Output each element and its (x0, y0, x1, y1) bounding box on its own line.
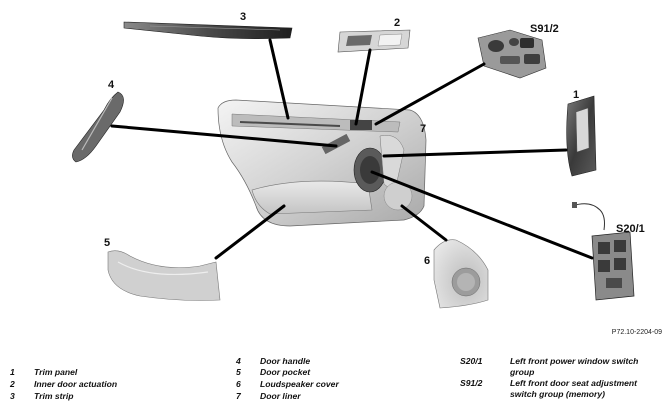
leader-4 (110, 124, 338, 148)
legend-text: Door liner (260, 391, 301, 401)
legend-code: 1 (10, 367, 15, 377)
seat-switch-group-part (477, 29, 547, 79)
inner-door-actuation-part (337, 29, 411, 53)
door-exploded-diagram: 3 2 S91/2 4 1 7 S20/1 5 6 (72, 11, 645, 309)
callout-labels: 3 2 S91/2 4 1 7 S20/1 5 6 (104, 11, 645, 267)
leader-2 (354, 48, 372, 126)
legend-text: Door handle (260, 356, 311, 366)
legend-code: 6 (236, 379, 241, 389)
leader-6 (400, 204, 448, 242)
legend-code: S91/2 (460, 378, 483, 388)
legend-code: 5 (236, 367, 241, 377)
legend-code: 7 (236, 391, 241, 401)
callout-1: 1 (573, 89, 579, 101)
door-assembly (217, 99, 427, 227)
callout-5: 5 (104, 237, 110, 249)
leader-5 (214, 204, 286, 260)
leader-s20 (370, 170, 594, 260)
legend-text: Door pocket (260, 367, 311, 377)
callout-4: 4 (108, 79, 115, 91)
legend-code: 3 (10, 391, 15, 401)
leader-3 (268, 38, 290, 120)
trim-strip-part (123, 21, 293, 39)
loudspeaker-cover-part (433, 239, 489, 309)
legend-text: Left front door seat adjustment switch g… (510, 378, 638, 399)
legend-text: Loudspeaker cover (260, 379, 339, 389)
callout-s91: S91/2 (530, 23, 559, 35)
door-handle-part (72, 91, 124, 163)
callout-3: 3 (240, 11, 246, 23)
trim-panel-part (566, 95, 597, 177)
callout-2: 2 (394, 17, 400, 29)
legend: 1 Trim panel 2 Inner door actuation 3 Tr… (0, 356, 665, 411)
legend-code: 4 (236, 356, 241, 366)
leader-lines (110, 38, 594, 260)
legend-text: Inner door actuation (34, 379, 118, 389)
leader-s91 (374, 62, 486, 126)
figure-reference: P72.10-2204-09 (611, 329, 662, 336)
legend-code: S20/1 (460, 356, 483, 366)
callout-s20: S20/1 (616, 223, 645, 235)
callout-7: 7 (420, 123, 426, 135)
door-pocket-part (107, 250, 221, 301)
callout-6: 6 (424, 255, 430, 267)
legend-code: 2 (10, 379, 15, 389)
window-switch-group-part (571, 202, 635, 301)
leader-1 (382, 148, 568, 158)
legend-text: Trim panel (34, 367, 78, 377)
legend-text: Left front power window switch group (510, 356, 639, 377)
legend-text: Trim strip (34, 391, 74, 401)
